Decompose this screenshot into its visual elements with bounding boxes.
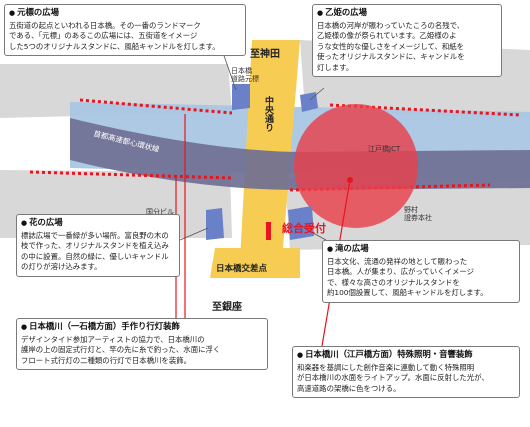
callout-genpyo: 元標の広場 五街道の起点といわれる日本橋。その一番のランドマーク である、「元標… (4, 4, 246, 57)
callout-hana: 花の広場 標誌広場で一番緑が多い場所。富良野の木の 枝で作った、オリジナルスタン… (16, 214, 180, 277)
callout-ichikoku: 日本橋川（一石橋方面）手作り行灯装飾 デザインタイド参加アーティストの協力で、日… (16, 318, 268, 371)
edobashi-lighting-area (294, 104, 418, 228)
label-edobashi-jct: 江戸橋JCT (368, 145, 401, 153)
callout-ichikoku-body: デザインタイド参加アーティストの協力で、日本橋川の 護岸の上の固定式行灯と、竿の… (21, 334, 221, 365)
callout-hana-title: 花の広場 (21, 217, 175, 230)
leader-taki (303, 227, 327, 241)
label-ginza: 至銀座 (212, 302, 242, 313)
label-shikanda: 至神田 (250, 49, 280, 60)
leader-genpyo (221, 49, 237, 91)
callout-edobashi-title: 日本橋川（江戸橋方面）特殊照明・音響装飾 (297, 349, 515, 362)
stand-hana (206, 208, 224, 240)
reception-marker (266, 222, 271, 240)
label-nomura: 野村 證券本社 (404, 206, 432, 222)
stand-genpyo (232, 84, 250, 110)
callout-genpyo-title: 元標の広場 (9, 7, 241, 20)
leader-otohime (309, 87, 325, 101)
label-michimoto: 日本橋 道路元標 (231, 67, 259, 83)
label-uketsuke: 総合受付 (282, 222, 326, 235)
callout-otohime: 乙姫の広場 日本橋の河岸が賑わっていたころの名残で、 乙姫様の像が祭られています… (312, 4, 502, 78)
callout-taki-body: 日本文化、流通の発祥の地として賑わった 日本橋。人が集まり、広がっていくイメージ… (327, 256, 488, 298)
lights-south-west (29, 170, 233, 180)
label-chuo-dori: 中央通り (263, 96, 273, 132)
label-kokubun: 国分ビル (146, 208, 174, 216)
chuo-dori-road (240, 40, 300, 260)
callout-edobashi-body: 和楽器を基調にした創作音楽に連動して動く特殊照明 が日本橋川の水面をライトアップ… (297, 362, 489, 393)
callout-ichikoku-title: 日本橋川（一石橋方面）手作り行灯装飾 (21, 321, 263, 334)
lights-north-west (79, 98, 233, 115)
callout-otohime-body: 日本橋の河岸が賑わっていたころの名残で、 乙姫様の像が祭られています。乙姫様のよ… (317, 20, 465, 72)
callout-edobashi: 日本橋川（江戸橋方面）特殊照明・音響装飾 和楽器を基調にした創作音楽に連動して動… (292, 346, 520, 399)
stand-taki (288, 206, 314, 240)
callout-hana-body: 標誌広場で一番緑が多い場所。富良野の木の 枝で作った、オリジナルスタンドを植え込… (21, 230, 169, 272)
callout-otohime-title: 乙姫の広場 (317, 7, 497, 20)
label-kosaten: 日本橋交差点 (216, 264, 268, 274)
callout-taki-title: 滝の広場 (327, 243, 515, 256)
callout-genpyo-body: 五街道の起点といわれる日本橋。その一番のランドマーク である、「元標」のあるこの… (9, 20, 220, 51)
kosaten-road (210, 248, 300, 278)
callout-taki: 滝の広場 日本文化、流通の発祥の地として賑わった 日本橋。人が集まり、広がってい… (322, 240, 520, 303)
